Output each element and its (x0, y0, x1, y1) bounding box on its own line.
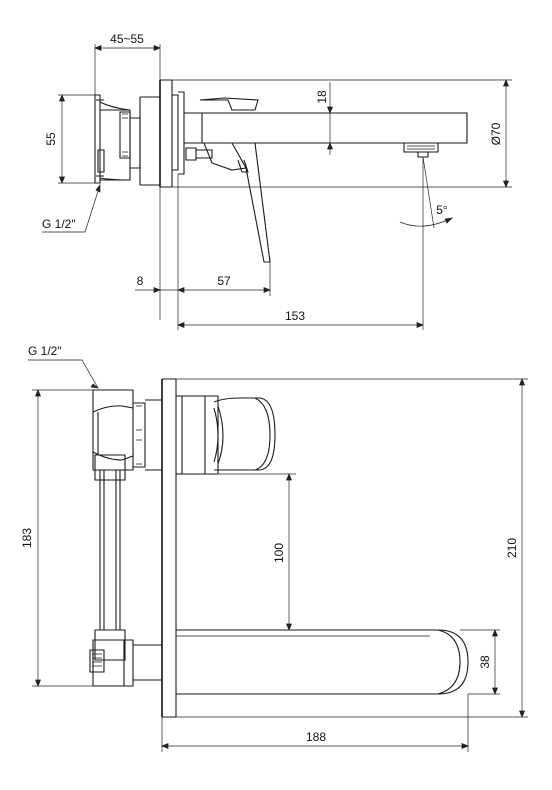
mixer-lever-side (185, 97, 271, 263)
valve-body-side (94, 94, 141, 184)
dim-tilt-angle-label: 5° (436, 203, 448, 217)
dim-spout-reach: 153 (177, 230, 424, 330)
dim-lever-reach-label: 57 (217, 274, 231, 288)
wall-plate-side (139, 79, 185, 188)
wall-plate-front (161, 378, 177, 718)
dim-flow-width-label: 45~55 (110, 32, 144, 46)
lower-fitting-front (89, 639, 163, 687)
dim-spout-gap: 100 (218, 473, 296, 631)
dim-spout-thickness-label: 18 (315, 90, 329, 104)
spout-side (184, 112, 468, 158)
side-view: 45~55 55 18 Ø70 5° (42, 32, 512, 330)
spout-front (176, 629, 469, 695)
dim-body-height-front: 183 (20, 389, 93, 687)
mixer-body-front (92, 389, 219, 475)
dim-body-height-side: 55 (44, 94, 95, 184)
dim-spout-height: 38 (460, 629, 500, 695)
dim-plate-diameter: Ø70 (172, 79, 512, 188)
dim-plate-lever-offsets: 8 57 (135, 174, 271, 330)
thread-callout-front: G 1/2" (28, 344, 100, 389)
dim-plate-height: 210 (176, 378, 528, 718)
dim-body-height-side-label: 55 (44, 132, 58, 146)
dim-plate-height-label: 210 (505, 538, 519, 558)
dim-body-height-front-label: 183 (20, 528, 34, 548)
dim-spout-reach-label: 153 (285, 309, 305, 323)
dim-tilt-angle: 5° (399, 156, 453, 230)
dim-spout-gap-label: 100 (272, 543, 286, 563)
dim-spout-thickness: 18 (315, 82, 334, 155)
thread-callout-side-label: G 1/2" (42, 217, 76, 231)
dim-flow-width: 45~55 (94, 32, 161, 95)
dim-spout-height-label: 38 (478, 655, 492, 669)
thread-callout-front-label: G 1/2" (28, 344, 62, 358)
dim-total-depth-label: 188 (306, 730, 326, 744)
dim-plate-offset-label: 8 (137, 274, 144, 288)
front-view: G 1/2" 183 100 210 38 (20, 344, 528, 752)
thread-callout-side: G 1/2" (42, 184, 101, 233)
pipe-front (94, 454, 126, 661)
dim-total-depth: 188 (161, 694, 469, 752)
lever-knob-front (213, 397, 276, 471)
dim-plate-diameter-label: Ø70 (489, 122, 503, 145)
